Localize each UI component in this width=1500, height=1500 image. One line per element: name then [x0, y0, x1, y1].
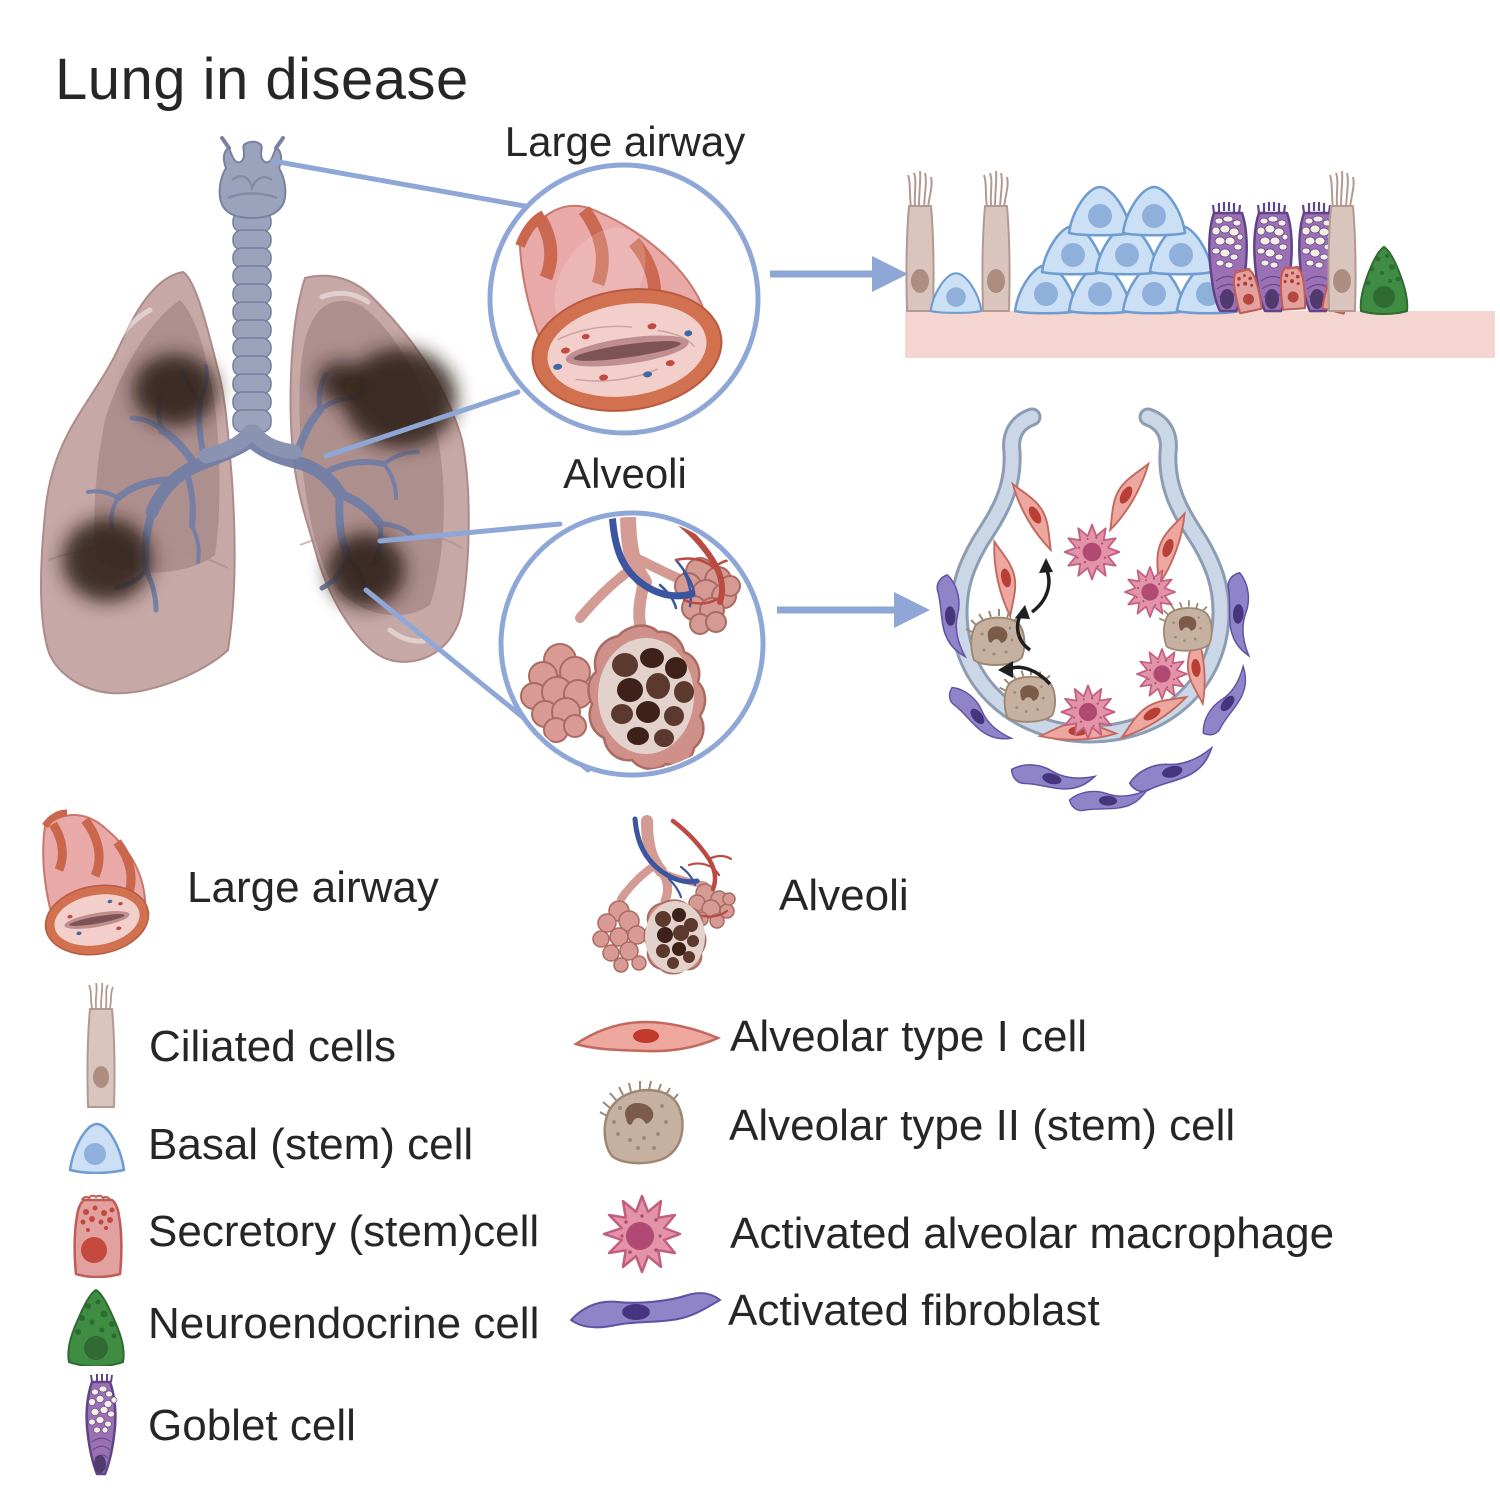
legend-item-neuroendocrine-cell: Neuroendocrine cell: [64, 1282, 539, 1366]
ciliated-cell-icon: [86, 983, 116, 1108]
legend-item-alveolar-type1: Alveolar type I cell: [572, 1012, 1087, 1062]
legend-label: Activated alveolar macrophage: [730, 1209, 1335, 1258]
lungs-illustration: [40, 136, 470, 695]
alveoli-inset-label: Alveoli: [563, 450, 687, 497]
alveoli-inset: [498, 510, 766, 778]
legend-item-goblet-cell: Goblet cell: [78, 1374, 356, 1478]
large-airway-icon: [42, 809, 150, 956]
legend-item-fibroblast: Activated fibroblast: [570, 1286, 1100, 1336]
legend-label: Alveoli: [779, 871, 909, 920]
legend-label: Secretory (stem)cell: [148, 1207, 540, 1256]
legend-label: Ciliated cells: [149, 1022, 396, 1071]
macrophage-icon: [602, 1194, 682, 1274]
large-airway-inset: [487, 162, 761, 436]
legend-item-alveoli: Alveoli: [585, 815, 909, 977]
alveolar-type1-cell-icon: [573, 1020, 722, 1053]
airway-epithelium-diagram: [905, 170, 1495, 358]
trachea: [198, 136, 302, 464]
legend-label: Basal (stem) cell: [148, 1120, 474, 1169]
legend-label: Alveolar type I cell: [730, 1012, 1088, 1061]
alveolar-type2-cell-icon: [599, 1080, 684, 1165]
legend-label: Activated fibroblast: [728, 1286, 1100, 1335]
connector-lines: [270, 158, 591, 773]
legend-item-secretory-cell: Secretory (stem)cell: [70, 1186, 539, 1278]
legend-label: Large airway: [187, 863, 439, 912]
alveoli-icon: [592, 815, 736, 975]
arrow-to-alveolus: [777, 592, 930, 628]
alveolus-cross-section-diagram: [935, 407, 1262, 814]
secretory-cell-icon: [73, 1194, 123, 1278]
legend-label: Alveolar type II (stem) cell: [729, 1100, 1236, 1150]
legend-item-alveolar-type2: Alveolar type II (stem) cell: [598, 1078, 1235, 1173]
goblet-cell-icon: [85, 1374, 118, 1476]
legend-label: Neuroendocrine cell: [148, 1299, 540, 1348]
legend-item-large-airway: Large airway: [25, 808, 439, 968]
legend-label: Goblet cell: [148, 1401, 356, 1450]
page-title: Lung in disease: [55, 47, 469, 112]
arrow-to-epithelium: [770, 256, 908, 292]
fibroblast-icon: [570, 1292, 722, 1329]
basal-cell-icon: [68, 1122, 126, 1174]
large-airway-inset-label: Large airway: [504, 118, 746, 165]
legend-item-macrophage: Activated alveolar macrophage: [600, 1190, 1334, 1278]
legend-item-basal-cell: Basal (stem) cell: [66, 1116, 473, 1174]
legend-item-ciliated-cells: Ciliated cells: [75, 983, 396, 1111]
neuroendocrine-cell-icon: [67, 1288, 125, 1366]
disease-lesions: [62, 348, 457, 607]
